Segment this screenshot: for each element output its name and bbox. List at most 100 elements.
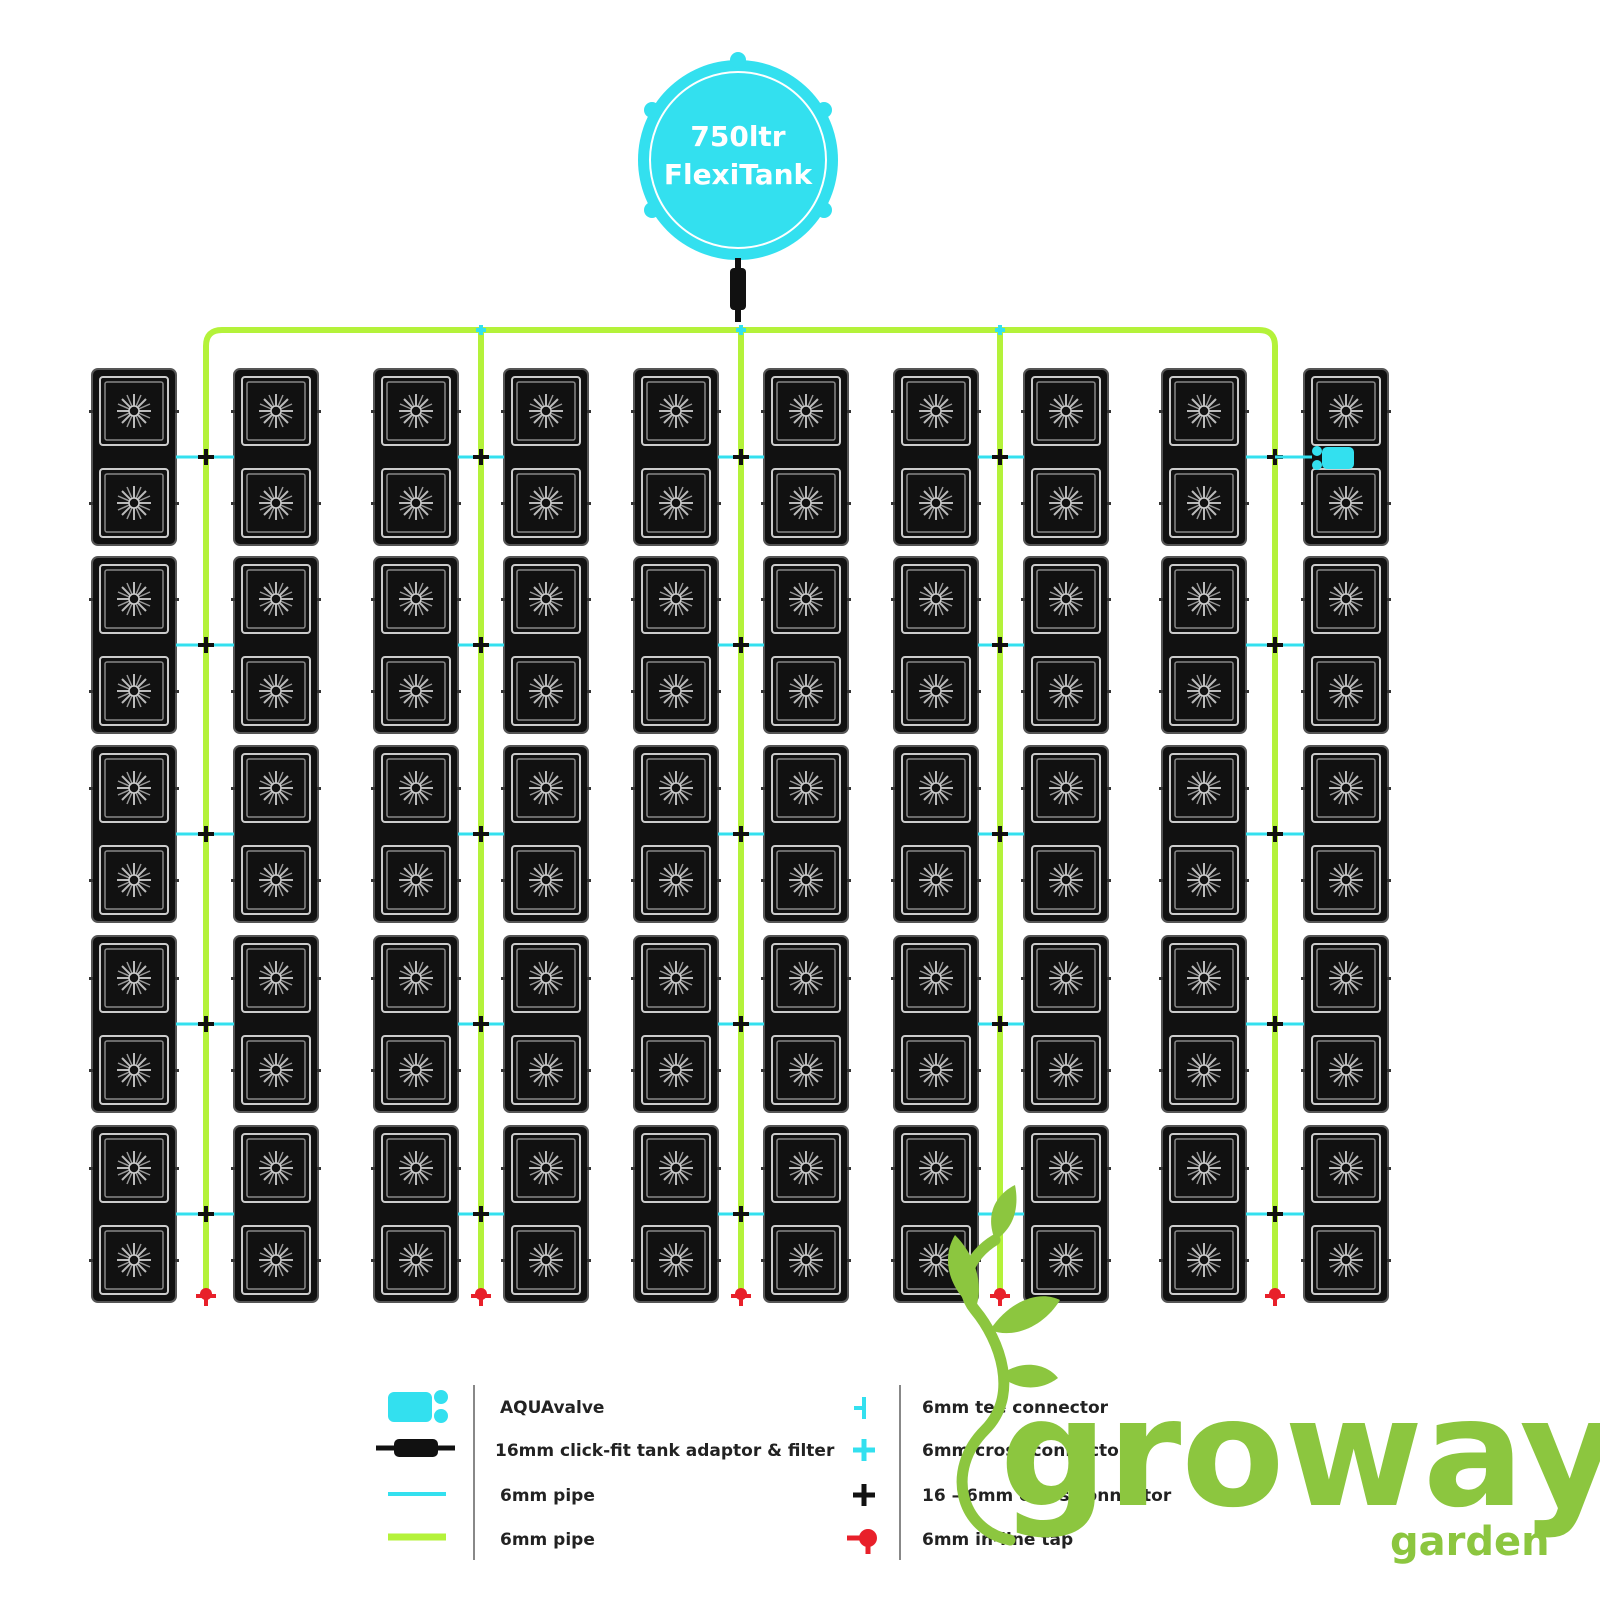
pot-nub [631, 1069, 635, 1072]
pot-container [501, 368, 591, 546]
flower-icon [116, 581, 152, 617]
pot-nub [587, 690, 591, 693]
pot-nub [457, 1167, 461, 1170]
pot-container [1159, 745, 1249, 923]
pot-nub [371, 410, 375, 413]
flower-icon [528, 1242, 564, 1278]
inline-tap [1265, 1288, 1285, 1306]
pot-nub [175, 977, 179, 980]
pot-nub [1021, 502, 1025, 505]
groway-logo: groway garden [947, 1185, 1600, 1565]
pot-lid [1031, 1225, 1101, 1295]
flower-icon [528, 770, 564, 806]
pot-nub [977, 1069, 981, 1072]
flower-icon [398, 581, 434, 617]
pot-nub [317, 502, 321, 505]
pot-nub [1159, 1069, 1163, 1072]
pot-lid [241, 376, 311, 446]
pot-nub [89, 598, 93, 601]
flower-icon [398, 485, 434, 521]
pot-nub [1301, 1259, 1305, 1262]
pot-lid [99, 376, 169, 446]
pot-lid [1311, 845, 1381, 915]
pot-nub [1245, 977, 1249, 980]
pot-lid [241, 1133, 311, 1203]
pot-lid [641, 845, 711, 915]
pot-container [231, 368, 321, 546]
pot-nub [175, 1167, 179, 1170]
pot-nub [371, 879, 375, 882]
cross-connector-black-icon [853, 1484, 875, 1506]
pot-nub [89, 690, 93, 693]
pot-nub [231, 410, 235, 413]
pot-lid [511, 376, 581, 446]
pot-lid [381, 656, 451, 726]
pot-nub [631, 977, 635, 980]
flower-icon [1328, 960, 1364, 996]
leaf-icon [991, 1185, 1017, 1240]
pot-lid [511, 753, 581, 823]
flower-icon [528, 1150, 564, 1186]
pot-nub [977, 977, 981, 980]
flower-icon [258, 960, 294, 996]
pot-nub [1107, 1259, 1111, 1262]
flower-icon [788, 770, 824, 806]
pot-nub [457, 410, 461, 413]
pot-nub [587, 1069, 591, 1072]
flower-icon [258, 581, 294, 617]
pot-container [891, 745, 981, 923]
pot-nub [1159, 502, 1163, 505]
pot-lid [1311, 564, 1381, 634]
pot-nub [231, 1167, 235, 1170]
pot-nub [587, 1259, 591, 1262]
pot-lid [901, 656, 971, 726]
pot-lid [99, 656, 169, 726]
flower-icon [528, 1052, 564, 1088]
pot-nub [587, 410, 591, 413]
pot-nub [631, 690, 635, 693]
pot-nub [587, 977, 591, 980]
pot-nub [1159, 1259, 1163, 1262]
pot-nub [231, 1259, 235, 1262]
pot-nub [501, 1259, 505, 1262]
pot-lid [771, 845, 841, 915]
pot-nub [761, 787, 765, 790]
pot-nub [1021, 1069, 1025, 1072]
pot-container [371, 368, 461, 546]
pot-nub [501, 787, 505, 790]
pot-lid [771, 1035, 841, 1105]
pot-container [371, 935, 461, 1113]
pot-container [1021, 935, 1111, 1113]
flower-icon [528, 960, 564, 996]
pot-container [1159, 556, 1249, 734]
pot-lid [1169, 1133, 1239, 1203]
pot-nub [175, 598, 179, 601]
pot-lid [641, 1035, 711, 1105]
pot-nub [317, 1167, 321, 1170]
flower-icon [116, 393, 152, 429]
pot-lid [381, 753, 451, 823]
flower-icon [788, 673, 824, 709]
flower-icon [1186, 1052, 1222, 1088]
flower-icon [1048, 862, 1084, 898]
pot-nub [847, 977, 851, 980]
pot-nub [891, 1069, 895, 1072]
pot-container [1021, 1125, 1111, 1303]
pot-nub [977, 690, 981, 693]
pot-nub [457, 787, 461, 790]
pot-nub [89, 1259, 93, 1262]
flower-icon [658, 1052, 694, 1088]
flower-icon [658, 673, 694, 709]
flower-icon [258, 1150, 294, 1186]
pot-nub [175, 787, 179, 790]
pot-nub [977, 787, 981, 790]
cross-connector-cyan-icon [853, 1439, 875, 1461]
flower-icon [1328, 770, 1364, 806]
pot-nub [1387, 410, 1391, 413]
flexitank: 750ltr FlexiTank [638, 52, 838, 260]
pot-nub [1107, 502, 1111, 505]
pot-lid [771, 564, 841, 634]
pot-lid [241, 845, 311, 915]
flower-icon [918, 862, 954, 898]
pot-nub [977, 410, 981, 413]
